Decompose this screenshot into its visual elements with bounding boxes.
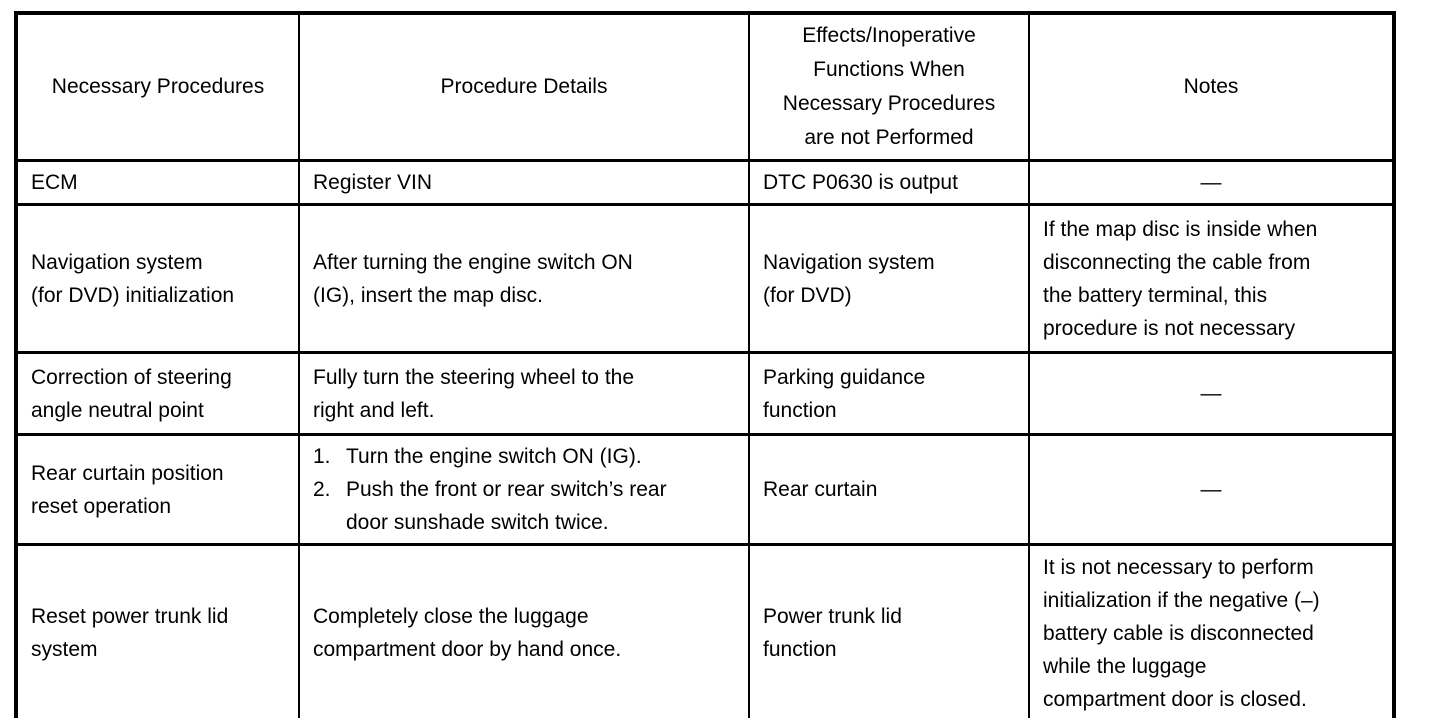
- cell-line: Completely close the luggage: [313, 605, 589, 629]
- cell-effects: DTC P0630 is output: [748, 159, 1030, 206]
- cell-notes: It is not necessary to perform initializ…: [1028, 543, 1395, 718]
- cell-line: battery cable is disconnected: [1043, 621, 1314, 645]
- cell-details: After turning the engine switch ON (IG),…: [298, 203, 750, 354]
- cell-procedure: ECM: [15, 159, 300, 206]
- header-row: Necessary Procedures Procedure Details E…: [15, 11, 1395, 162]
- cell-notes-empty: —: [1028, 433, 1395, 546]
- cell-line: Parking guidance: [763, 365, 926, 389]
- cell-line: procedure is not necessary: [1043, 316, 1296, 340]
- step-text: Turn the engine switch ON (IG).: [346, 440, 738, 473]
- step-number: 1.: [313, 445, 331, 468]
- step-text: Push the front or rear switch’s rear doo…: [346, 473, 738, 539]
- dash-placeholder: —: [1200, 171, 1222, 194]
- cell-line: Rear curtain: [763, 478, 878, 501]
- col-header-necessary-procedures: Necessary Procedures: [15, 11, 300, 162]
- cell-line: Push the front or rear switch’s rear: [346, 478, 667, 501]
- header-line: Functions When: [813, 58, 965, 81]
- header-line: are not Performed: [804, 126, 974, 149]
- cell-line: compartment door is closed.: [1043, 687, 1307, 711]
- table-row-trunk-lid: Reset power trunk lid system Completely …: [15, 543, 1395, 718]
- cell-line: ECM: [31, 171, 78, 194]
- dash-placeholder: —: [1200, 382, 1222, 405]
- cell-line: DTC P0630 is output: [763, 171, 958, 194]
- cell-effects: Parking guidance function: [748, 351, 1030, 436]
- cell-details-steps: 1. Turn the engine switch ON (IG). 2. Pu…: [298, 433, 750, 546]
- cell-line: If the map disc is inside when: [1043, 217, 1318, 241]
- cell-line: Fully turn the steering wheel to the: [313, 365, 635, 389]
- cell-line: Rear curtain position: [31, 461, 224, 485]
- cell-line: reset operation: [31, 494, 172, 518]
- cell-line: (for DVD): [763, 283, 852, 307]
- cell-line: right and left.: [313, 398, 435, 422]
- cell-line: After turning the engine switch ON: [313, 250, 633, 274]
- cell-line: (IG), insert the map disc.: [313, 283, 543, 307]
- cell-notes-empty: —: [1028, 159, 1395, 206]
- cell-line: Navigation system: [763, 250, 935, 274]
- cell-line: the battery terminal, this: [1043, 283, 1268, 307]
- cell-line: (for DVD) initialization: [31, 283, 235, 307]
- cell-line: Navigation system: [31, 250, 203, 274]
- header-line: Effects/Inoperative: [802, 24, 976, 47]
- cell-line: system: [31, 638, 98, 662]
- col-header-procedure-details: Procedure Details: [298, 11, 750, 162]
- cell-line: disconnecting the cable from: [1043, 250, 1311, 274]
- cell-line: function: [763, 398, 837, 422]
- cell-line: while the luggage: [1043, 654, 1207, 678]
- cell-procedure: Correction of steering angle neutral poi…: [15, 351, 300, 436]
- cell-line: It is not necessary to perform: [1043, 555, 1314, 579]
- cell-effects: Rear curtain: [748, 433, 1030, 546]
- table-row-steering: Correction of steering angle neutral poi…: [15, 351, 1395, 436]
- cell-procedure: Rear curtain position reset operation: [15, 433, 300, 546]
- cell-procedure: Reset power trunk lid system: [15, 543, 300, 718]
- cell-details: Fully turn the steering wheel to the rig…: [298, 351, 750, 436]
- cell-details: Register VIN: [298, 159, 750, 206]
- table-row-ecm: ECM Register VIN DTC P0630 is output —: [15, 159, 1395, 206]
- dash-placeholder: —: [1200, 478, 1222, 501]
- cell-notes-empty: —: [1028, 351, 1395, 436]
- step-item: 2. Push the front or rear switch’s rear …: [313, 473, 738, 539]
- cell-line: Register VIN: [313, 171, 433, 194]
- step-number: 2.: [313, 478, 331, 501]
- cell-line: Turn the engine switch ON (IG).: [346, 445, 642, 468]
- cell-line: Power trunk lid: [763, 605, 902, 629]
- cell-effects: Power trunk lid function: [748, 543, 1030, 718]
- cell-notes: If the map disc is inside when disconnec…: [1028, 203, 1395, 354]
- col-header-notes: Notes: [1028, 11, 1395, 162]
- cell-line: initialization if the negative (–): [1043, 588, 1320, 612]
- cell-line: compartment door by hand once.: [313, 638, 622, 662]
- header-line: Necessary Procedures: [782, 92, 996, 115]
- header-line: Procedure Details: [440, 75, 608, 98]
- cell-effects: Navigation system (for DVD): [748, 203, 1030, 354]
- header-line: Notes: [1183, 75, 1239, 98]
- cell-line: Reset power trunk lid: [31, 605, 229, 629]
- cell-line: door sunshade switch twice.: [346, 511, 609, 534]
- table-row-rear-curtain: Rear curtain position reset operation 1.…: [15, 433, 1395, 546]
- table-row-navigation: Navigation system (for DVD) initializati…: [15, 203, 1395, 354]
- cell-procedure: Navigation system (for DVD) initializati…: [15, 203, 300, 354]
- cell-details: Completely close the luggage compartment…: [298, 543, 750, 718]
- cell-line: function: [763, 638, 837, 662]
- cell-line: Correction of steering: [31, 365, 232, 389]
- step-item: 1. Turn the engine switch ON (IG).: [313, 440, 738, 473]
- cell-line: angle neutral point: [31, 398, 204, 422]
- header-line: Necessary Procedures: [51, 75, 265, 98]
- col-header-effects: Effects/Inoperative Functions When Neces…: [748, 11, 1030, 162]
- procedures-table: Necessary Procedures Procedure Details E…: [14, 11, 1396, 718]
